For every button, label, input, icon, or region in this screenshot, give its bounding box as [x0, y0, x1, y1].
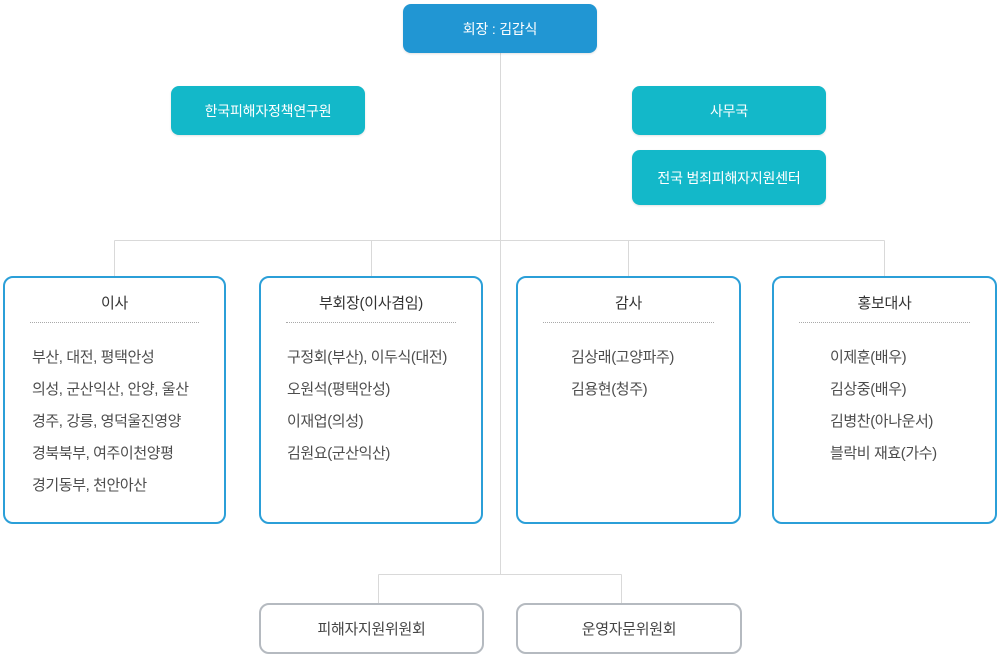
auditors-member-list: 김상래(고양파주) 김용현(청주)	[518, 342, 739, 406]
auditors-box: 감사 김상래(고양파주) 김용현(청주)	[516, 276, 741, 524]
dotted-divider	[286, 322, 456, 323]
member-item: 김원요(군산익산)	[287, 445, 390, 462]
dotted-divider	[799, 322, 970, 323]
dotted-divider	[543, 322, 714, 323]
member-item: 김상중(배우)	[830, 381, 907, 398]
pr-ambassadors-member-list: 이제훈(배우) 김상중(배우) 김병찬(아나운서) 블락비 재효(가수)	[774, 342, 995, 470]
member-item: 구정회(부산), 이두식(대전)	[287, 349, 447, 366]
member-item: 부산, 대전, 평택안성	[32, 349, 155, 366]
operation-advisory-committee-box: 운영자문위원회	[516, 603, 742, 654]
dotted-divider	[30, 322, 199, 323]
secretariat-label: 사무국	[709, 102, 749, 119]
member-item: 경주, 강릉, 영덕울진영양	[32, 413, 182, 430]
member-item: 김병찬(아나운서)	[830, 413, 933, 430]
directors-member-list: 부산, 대전, 평택안성 의성, 군산익산, 안양, 울산 경주, 강릉, 영덕…	[5, 342, 224, 502]
vice-chairmen-box: 부회장(이사겸임) 구정회(부산), 이두식(대전) 오원석(평택안성) 이재업…	[259, 276, 483, 524]
member-item: 경북북부, 여주이천양평	[32, 445, 174, 462]
vice-chairmen-member-list: 구정회(부산), 이두식(대전) 오원석(평택안성) 이재업(의성) 김원요(군…	[261, 342, 481, 470]
member-item: 이제훈(배우)	[830, 349, 907, 366]
directors-box: 이사 부산, 대전, 평택안성 의성, 군산익산, 안양, 울산 경주, 강릉,…	[3, 276, 226, 524]
member-item: 블락비 재효(가수)	[830, 445, 937, 462]
national-support-center-box: 전국 범죄피해자지원센터	[632, 150, 826, 205]
member-item: 경기동부, 천안아산	[32, 477, 147, 494]
pr-ambassadors-title: 홍보대사	[857, 295, 912, 312]
operation-advisory-committee-label: 운영자문위원회	[581, 621, 677, 638]
auditors-title: 감사	[614, 295, 642, 312]
chairman-box: 회장 : 김갑식	[403, 4, 597, 53]
member-item: 의성, 군산익산, 안양, 울산	[32, 381, 189, 398]
pr-ambassadors-box: 홍보대사 이제훈(배우) 김상중(배우) 김병찬(아나운서) 블락비 재효(가수…	[772, 276, 997, 524]
chairman-label: 회장 : 김갑식	[462, 20, 538, 37]
member-item: 오원석(평택안성)	[287, 381, 390, 398]
member-item: 이재업(의성)	[287, 413, 364, 430]
secretariat-box: 사무국	[632, 86, 826, 135]
national-support-center-label: 전국 범죄피해자지원센터	[657, 169, 801, 186]
directors-title: 이사	[100, 295, 128, 312]
victim-support-committee-box: 피해자지원위원회	[259, 603, 484, 654]
victim-support-committee-label: 피해자지원위원회	[317, 621, 426, 638]
vice-chairmen-title: 부회장(이사겸임)	[319, 295, 423, 312]
research-institute-box: 한국피해자정책연구원	[171, 86, 365, 135]
research-institute-label: 한국피해자정책연구원	[204, 102, 332, 119]
member-item: 김상래(고양파주)	[571, 349, 674, 366]
member-item: 김용현(청주)	[571, 381, 648, 398]
